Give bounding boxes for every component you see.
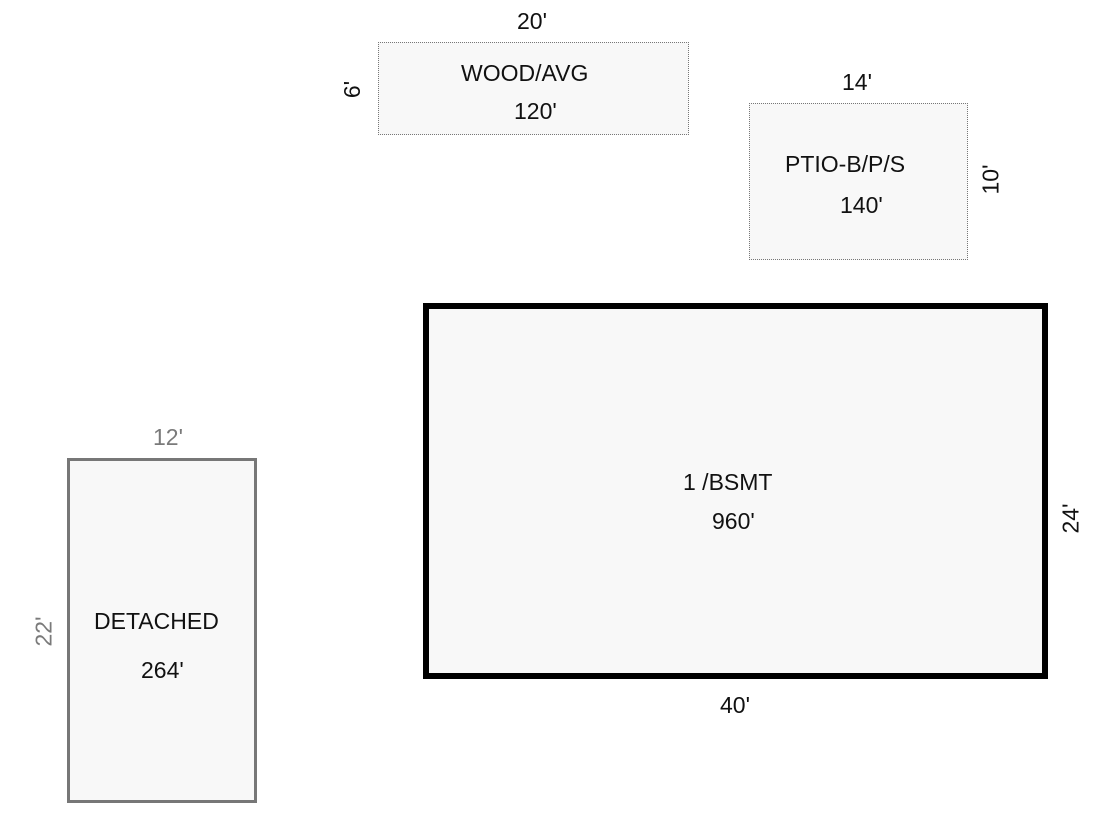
wood-deck-name: WOOD/AVG <box>461 60 589 86</box>
garage-height-label: 22' <box>30 616 57 647</box>
patio-name: PTIO-B/P/S <box>785 151 906 177</box>
wood-deck-width-label: 20' <box>517 8 547 34</box>
wood-deck-area[interactable] <box>378 42 689 135</box>
house-name: 1 /BSMT <box>683 469 773 495</box>
patio-height-label: 10' <box>977 164 1004 195</box>
patio-area-value: 140' <box>840 192 883 218</box>
house-area-value: 960' <box>712 508 755 534</box>
wood-deck-area-value: 120' <box>514 98 557 124</box>
house-height-label: 24' <box>1057 503 1084 534</box>
patio-width-label: 14' <box>842 69 872 95</box>
garage-width-label: 12' <box>153 424 183 450</box>
garage-area[interactable] <box>67 458 257 803</box>
garage-area-value: 264' <box>141 657 184 683</box>
wood-deck-height-label: 6' <box>339 80 366 99</box>
house-area[interactable] <box>423 303 1048 679</box>
house-width-label: 40' <box>720 692 750 718</box>
patio-area[interactable] <box>749 103 968 260</box>
garage-name: DETACHED <box>94 608 219 634</box>
